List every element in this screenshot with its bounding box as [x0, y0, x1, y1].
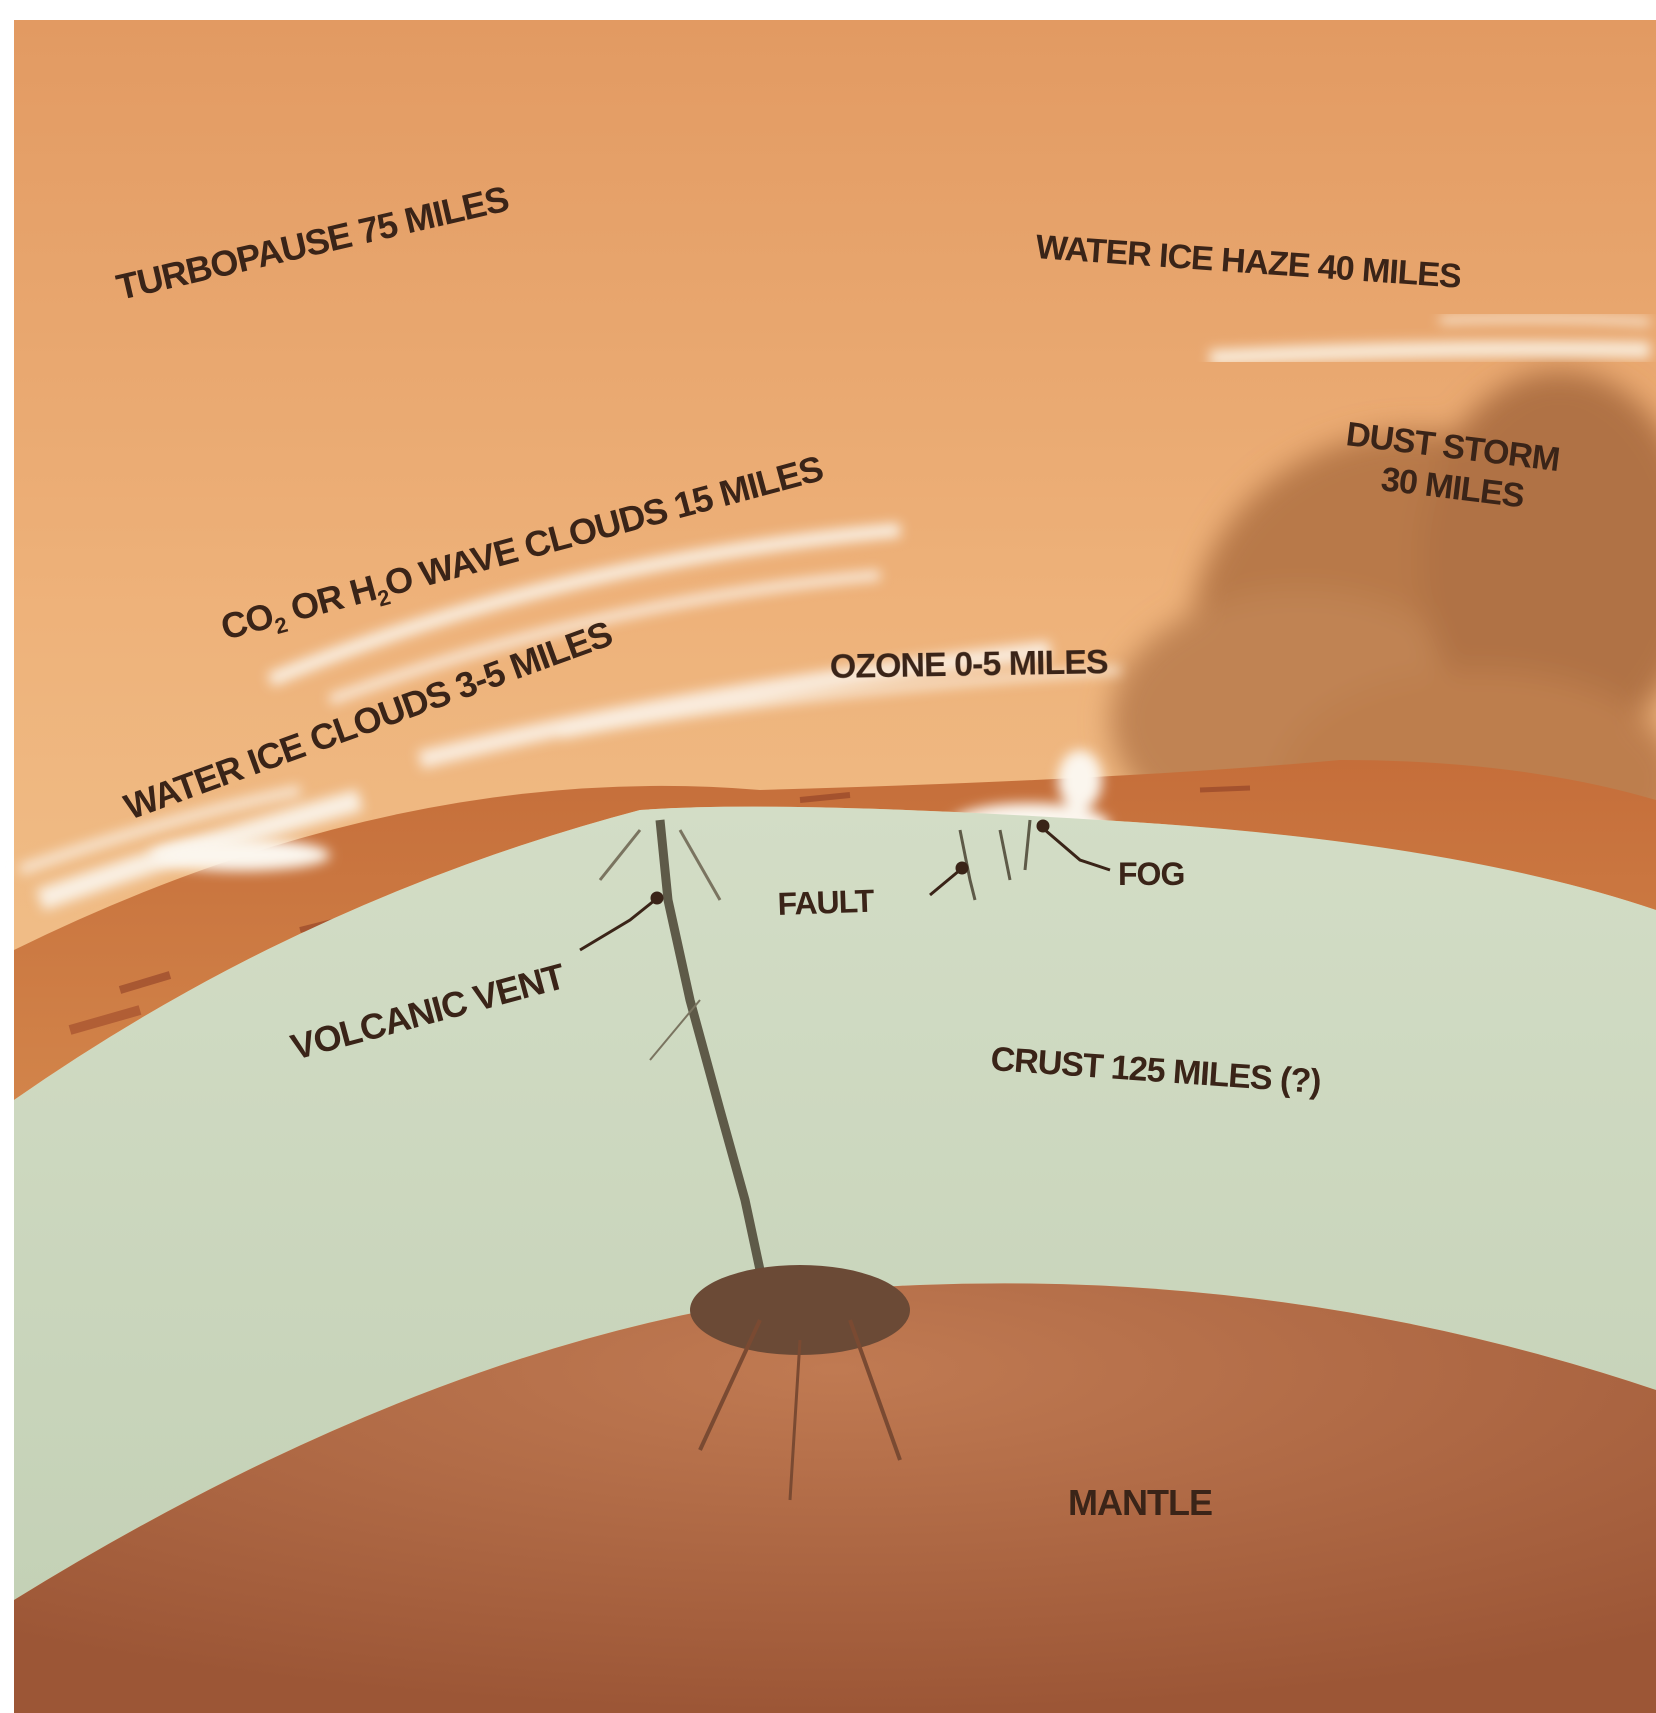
- label-mantle: MANTLE: [1068, 1482, 1212, 1523]
- label-fault: FAULT: [777, 883, 875, 922]
- label-fog: FOG: [1118, 856, 1184, 892]
- label-ozone: OZONE 0-5 MILES: [829, 643, 1108, 686]
